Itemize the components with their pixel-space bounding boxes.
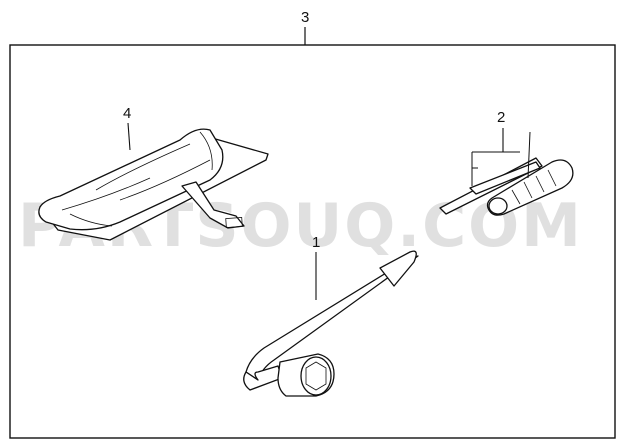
wrench-bend — [243, 365, 283, 391]
wrench-blade-tip — [379, 250, 417, 287]
screwdriver-handle — [486, 159, 574, 216]
wrench-socket-hex — [305, 361, 327, 391]
pouch-strap — [181, 181, 245, 229]
wheel-wrench[interactable]: 1 — [243, 234, 419, 397]
pouch-body — [38, 128, 224, 231]
screwdriver-end-cap — [488, 197, 508, 215]
screwdriver-shaft — [469, 161, 541, 195]
callout-set-label: 3 — [301, 9, 309, 26]
assembly-frame — [9, 44, 616, 439]
wrench-socket-opening — [300, 356, 332, 396]
pouch-fold-lines — [61, 131, 213, 227]
callout-wrench-label: 1 — [312, 234, 320, 251]
callout-pouch-leader — [127, 122, 131, 151]
screwdriver-grip-ribs — [511, 169, 557, 205]
callout-screwdriver-label: 2 — [497, 109, 505, 126]
callout-screwdriver-bracket — [471, 151, 520, 186]
callout-pouch-label: 4 — [123, 105, 131, 122]
screwdriver[interactable]: 2 — [439, 109, 574, 216]
callout-set[interactable]: 3 — [301, 9, 309, 45]
callout-screwdriver-leader-right — [527, 131, 531, 179]
pouch-strap-tip — [225, 217, 243, 228]
tool-pouch[interactable]: 4 — [38, 105, 269, 241]
